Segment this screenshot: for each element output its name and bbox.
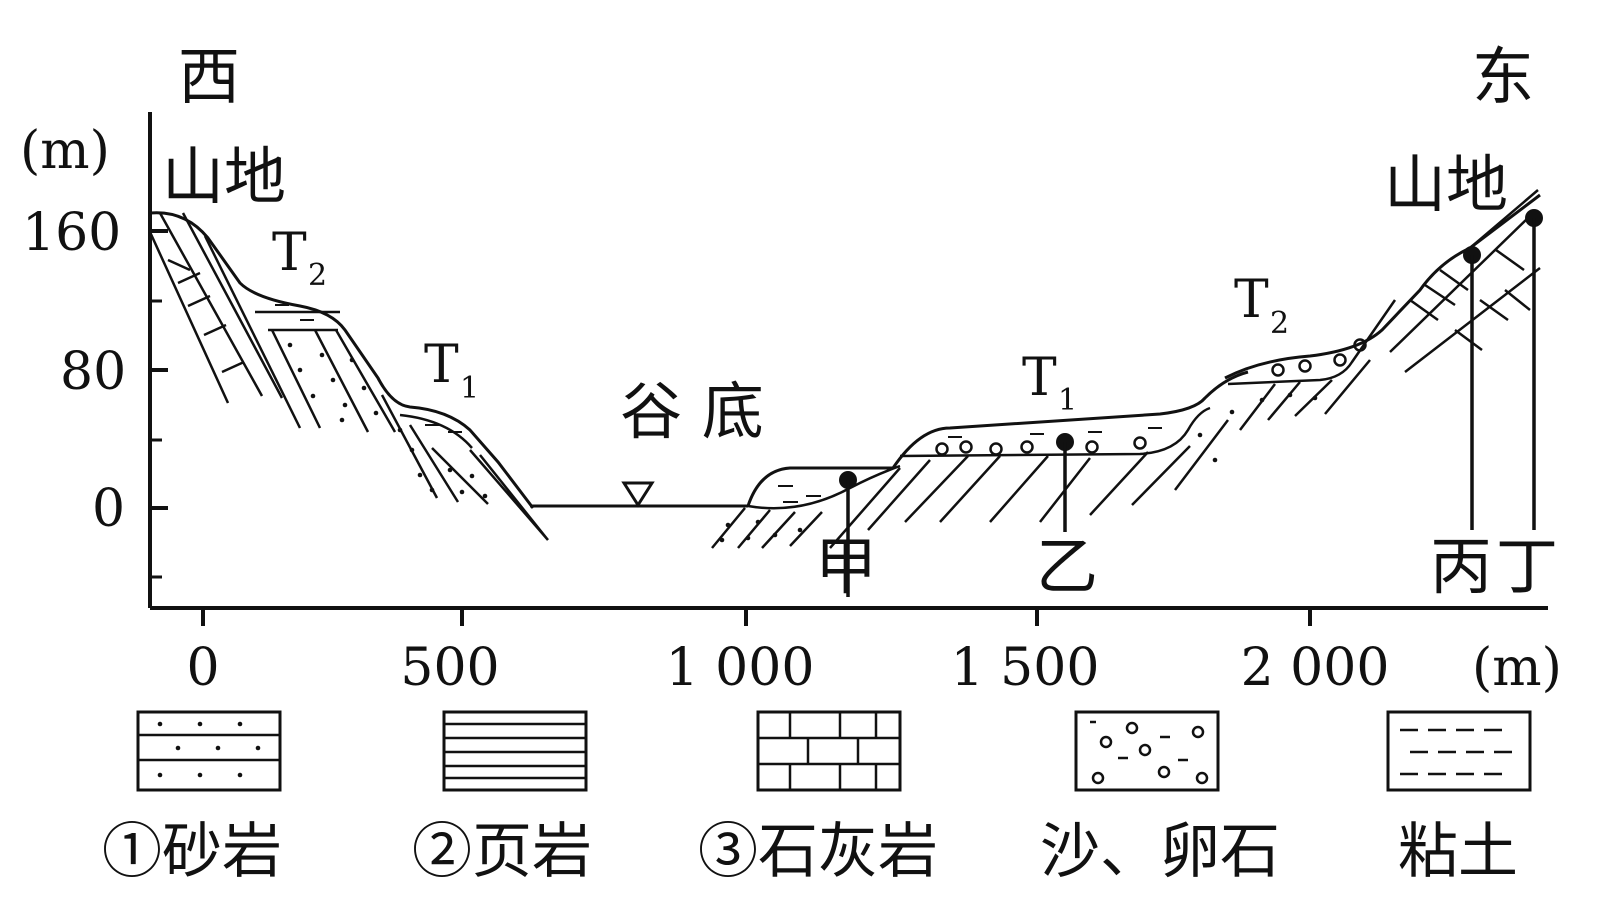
terrace-label-east-t2: T 2	[1234, 270, 1289, 341]
legend-label-sandstone: ①砂岩	[102, 817, 282, 887]
legend-swatch-clay	[1386, 710, 1532, 792]
svg-text:乙: 乙	[1036, 530, 1098, 603]
x-tick-1000: 1 000	[666, 638, 815, 698]
y-tick-0: 0	[92, 479, 125, 539]
legend-swatch-shale	[442, 710, 588, 792]
east-limestone-body	[1409, 248, 1531, 352]
svg-text:T: T	[424, 335, 459, 395]
svg-text:T: T	[1234, 270, 1269, 330]
svg-text:2: 2	[1270, 306, 1289, 341]
label-mountain-west: 山地	[162, 140, 286, 213]
west-slope	[148, 211, 549, 541]
label-mountain-east: 山地	[1384, 148, 1508, 221]
point-jia: 甲	[815, 471, 877, 603]
legend-swatch-limestone	[756, 710, 902, 792]
point-bing: 丙	[1430, 246, 1492, 603]
legend-swatch-sandstone	[136, 710, 282, 792]
axes	[148, 112, 1548, 626]
x-tick-0: 0	[186, 638, 219, 698]
direction-west: 西	[178, 40, 240, 113]
west-surface-profile	[149, 211, 535, 509]
east-t1-pebbles	[935, 436, 1147, 456]
east-t2-dots	[1197, 392, 1318, 463]
point-yi: 乙	[1036, 433, 1098, 603]
east-t2-profile	[1224, 193, 1541, 380]
terrace-label-east-t1: T 1	[1022, 348, 1077, 418]
svg-text:1: 1	[1058, 383, 1077, 418]
y-tick-160: 160	[22, 203, 121, 263]
east-low-terrace-profile	[746, 466, 893, 507]
east-low-dots	[719, 519, 803, 543]
legend: ①砂岩 ②页岩 ③石灰岩	[102, 710, 1532, 887]
y-axis-unit: (m)	[20, 121, 110, 181]
legend-swatch-sand-gravel	[1074, 710, 1220, 792]
y-tick-80: 80	[60, 342, 126, 402]
svg-text:2: 2	[308, 258, 327, 293]
east-slope	[711, 189, 1541, 549]
terrace-label-west-t2: T 2	[272, 223, 327, 293]
svg-text:甲: 甲	[815, 530, 877, 603]
terrace-label-west-t1: T 1	[424, 335, 479, 406]
east-t2-pebbles	[1271, 338, 1367, 377]
west-limestone-body	[148, 212, 284, 404]
x-tick-1500: 1 500	[951, 638, 1100, 698]
svg-text:T: T	[272, 223, 307, 283]
legend-label-limestone: ③石灰岩	[698, 817, 938, 887]
svg-text:丁: 丁	[1496, 530, 1558, 603]
east-t1-profile	[891, 370, 1249, 469]
svg-text:丙: 丙	[1430, 530, 1492, 603]
west-sandstone-dots	[287, 342, 379, 423]
x-tick-500: 500	[400, 638, 499, 698]
point-ding: 丁	[1496, 209, 1558, 603]
valley-floor	[530, 481, 748, 508]
label-valley-floor: 谷 底	[620, 375, 764, 448]
legend-label-sand-gravel: 沙、卵石	[1040, 817, 1280, 887]
west-t1-dots	[397, 427, 488, 499]
x-axis-unit: (m)	[1472, 638, 1562, 698]
svg-text:1: 1	[460, 371, 479, 406]
legend-label-clay: 粘土	[1398, 817, 1518, 887]
water-level-icon	[621, 481, 655, 508]
x-tick-2000: 2 000	[1241, 638, 1390, 698]
direction-east: 东	[1472, 40, 1534, 113]
svg-text:T: T	[1022, 348, 1057, 408]
legend-label-shale: ②页岩	[412, 817, 592, 887]
